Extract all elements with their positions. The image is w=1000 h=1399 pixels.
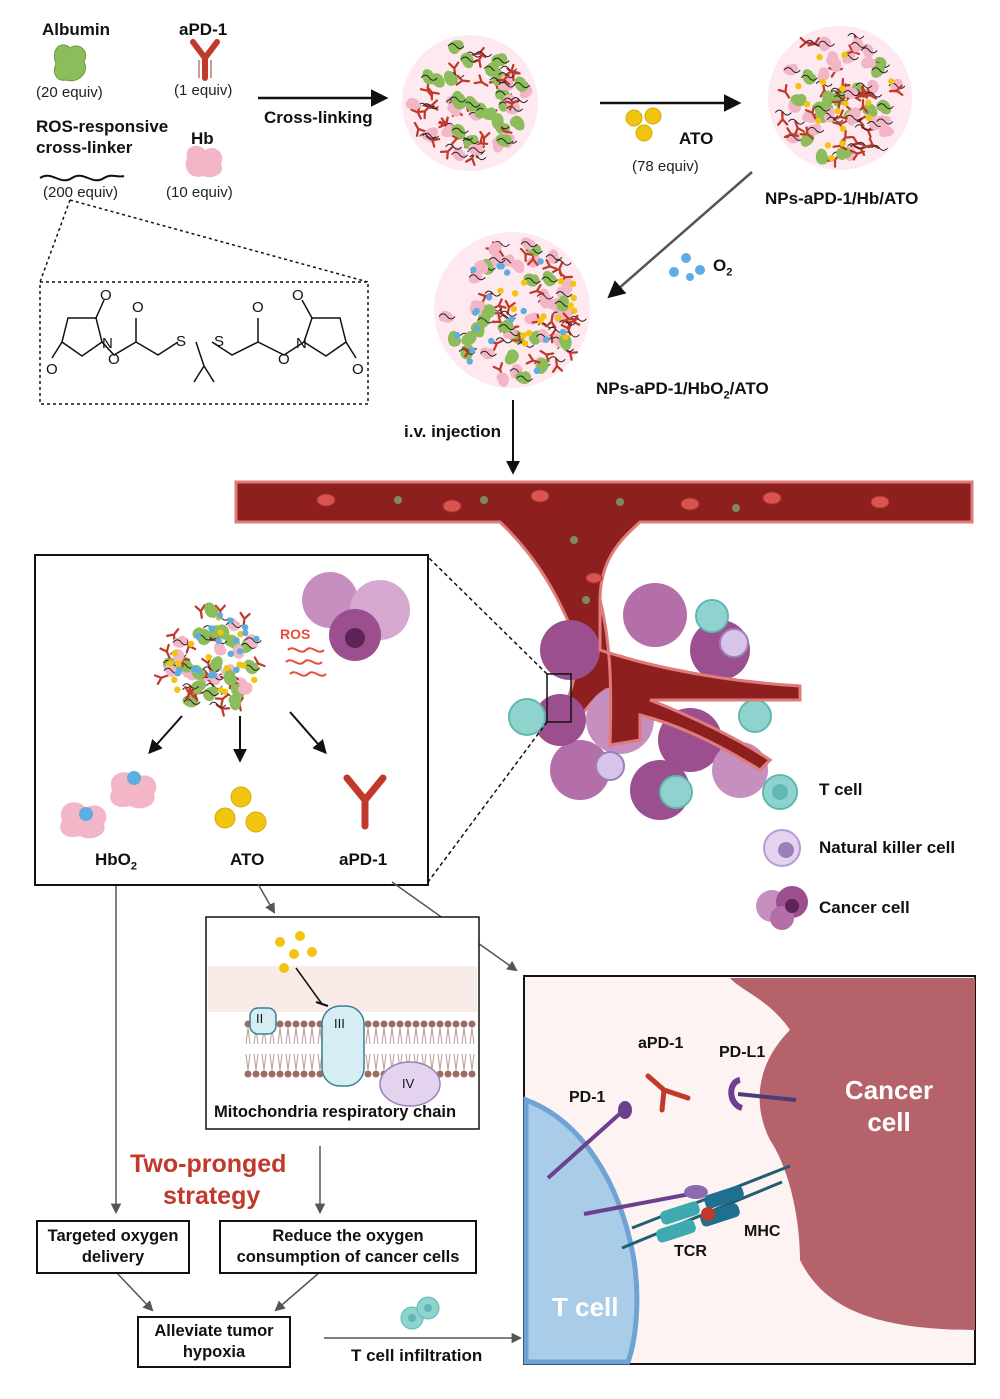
panel-cancer-cells [302, 572, 410, 661]
svg-text:O: O [100, 287, 112, 304]
apd1-equiv: (1 equiv) [174, 82, 233, 99]
svg-text:O: O [46, 361, 58, 378]
hbo2-icon [60, 771, 157, 839]
injection-label: i.v. injection [404, 422, 501, 441]
complex-iii-label: III [334, 1016, 345, 1031]
mhc-label: MHC [744, 1223, 781, 1240]
crosslinker-structure [51, 299, 357, 383]
hb-label: Hb [191, 129, 214, 148]
complex-ii [249, 1007, 277, 1035]
svg-text:S: S [176, 333, 186, 350]
albumin-icon [53, 44, 86, 82]
strategy-title-2: strategy [163, 1182, 261, 1210]
svg-text:O: O [292, 287, 304, 304]
np-hbo2-ato-label: NPs-aPD-1/HbO2/ATO [596, 379, 769, 402]
np-hb-ato-label: NPs-aPD-1/Hb/ATO [765, 189, 919, 208]
strategy-title-1: Two-pronged [130, 1150, 287, 1178]
t-cells-icon [400, 1296, 440, 1330]
mito-ato-dots [275, 931, 317, 973]
crosslinker-equiv: (200 equiv) [43, 184, 119, 201]
degrading-nanoparticle [153, 600, 268, 717]
legend-cancer-cell: Cancer cell [819, 898, 910, 917]
legend-t-cell: T cell [819, 780, 863, 799]
crosslinker-label-1: ROS-responsive [36, 117, 169, 136]
pd1-label: PD-1 [569, 1089, 606, 1106]
complex-iv-label: IV [402, 1076, 415, 1091]
ato-equiv: (78 equiv) [632, 158, 699, 175]
ato-icon [625, 107, 662, 142]
albumin-label: Albumin [42, 20, 110, 39]
complex-iv [379, 1061, 441, 1107]
synapse-t-cell-label: T cell [552, 1292, 619, 1322]
ros-waves-icon [285, 647, 327, 677]
hbo2-label: HbO2 [95, 850, 138, 873]
crosslinking-label: Cross-linking [264, 108, 373, 127]
crosslinker-label-2: cross-linker [36, 138, 133, 157]
legend-nk-cell-icon [763, 829, 801, 867]
hb-equiv: (10 equiv) [166, 184, 233, 201]
panel-ato-label: ATO [230, 850, 265, 869]
svg-text:O: O [278, 351, 290, 368]
svg-text:S: S [214, 333, 224, 350]
svg-text:O: O [108, 351, 120, 368]
panel-apd1-label: aPD-1 [339, 850, 388, 869]
complex-ii-label: II [256, 1011, 264, 1026]
chemical-structure-box [39, 281, 369, 405]
synapse-panel [523, 975, 976, 1365]
svg-text:N: N [296, 335, 307, 352]
legend-t-cell-icon [762, 774, 798, 810]
complex-iii [321, 1005, 365, 1087]
nanoparticle-plain [402, 35, 538, 171]
svg-text:O: O [352, 361, 364, 378]
o2-label: O2 [713, 256, 733, 279]
hemoglobin-icon [185, 145, 223, 178]
svg-text:O: O [132, 299, 144, 316]
antibody-icon [190, 39, 220, 81]
tcr-label: TCR [674, 1243, 707, 1260]
crosslinker-icon [39, 174, 125, 182]
legend-cancer-cell-icon [756, 886, 808, 930]
nanoparticle-ato [768, 26, 912, 170]
ros-label: ROS [280, 626, 311, 642]
svg-text:O: O [252, 299, 264, 316]
tumor-cluster [508, 583, 802, 820]
panel-ato-icon [214, 786, 267, 833]
svg-text:N: N [102, 335, 113, 352]
mito-caption: Mitochondria respiratory chain [214, 1103, 457, 1121]
ato-label: ATO [679, 129, 714, 148]
panel-antibody-icon [343, 774, 387, 830]
albumin-equiv: (20 equiv) [36, 84, 103, 101]
apd1-label: aPD-1 [179, 20, 228, 39]
legend-nk-cell: Natural killer cell [819, 838, 956, 857]
synapse-apd1-label: aPD-1 [638, 1035, 684, 1052]
nanoparticle-hbo2 [434, 232, 590, 389]
o2-icon [669, 253, 705, 281]
pdl1-label: PD-L1 [719, 1044, 766, 1061]
t-cell-infiltration-label: T cell infiltration [351, 1346, 483, 1365]
